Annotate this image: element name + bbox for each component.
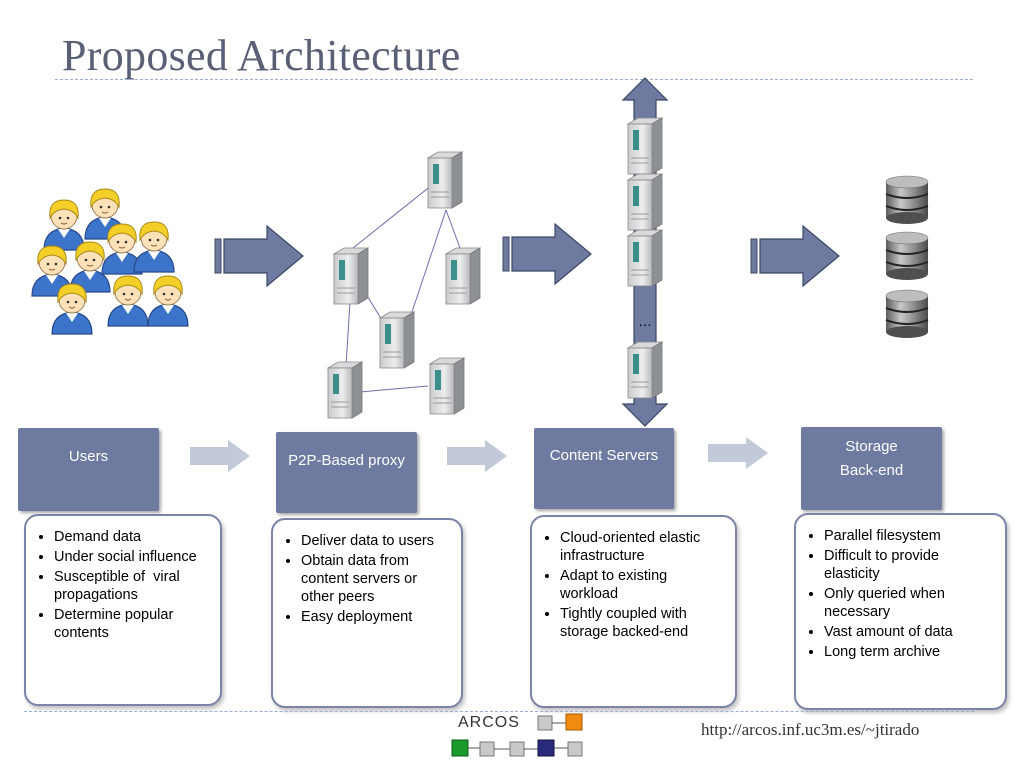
bullet-item: Susceptible of viral propagations	[54, 568, 210, 604]
card-users: Demand data Under social influence Susce…	[24, 514, 222, 706]
arcos-logo-blocks-icon	[451, 713, 583, 757]
bullet-item: Parallel filesystem	[824, 527, 995, 545]
bullet-item: Adapt to existing workload	[560, 567, 725, 603]
bullet-item: Tightly coupled with storage backed-end	[560, 605, 725, 641]
bullet-item: Vast amount of data	[824, 623, 995, 641]
light-arrow-icon-3	[708, 437, 768, 469]
footer-url-link[interactable]: http://arcos.inf.uc3m.es/~jtirado	[701, 720, 920, 739]
ellipsis-label: …	[638, 313, 652, 329]
arcos-logo-text: ARCOS	[458, 714, 520, 731]
flow-arrow-icon-3	[750, 225, 840, 287]
header-storage-label-line1: Storage	[845, 438, 898, 455]
bullet-item: Difficult to provide elasticity	[824, 547, 995, 583]
bullet-item: Deliver data to users	[301, 532, 451, 550]
flow-arrow-icon-1	[214, 225, 304, 287]
bullet-item: Only queried when necessary	[824, 585, 995, 621]
arcos-logo: ARCOS	[450, 712, 590, 764]
header-users-label: Users	[68, 448, 109, 465]
light-arrow-icon-2	[447, 440, 507, 472]
header-content-servers: Content Servers	[534, 428, 674, 509]
p2p-network-icon	[327, 151, 481, 419]
light-arrow-icon-1	[190, 440, 250, 472]
header-users: Users	[18, 428, 159, 511]
header-p2p-proxy-label: P2P-Based proxy	[288, 452, 405, 469]
title-divider	[55, 79, 973, 80]
header-storage: Storage Back-end	[801, 427, 942, 510]
p2p-links	[345, 184, 461, 393]
bullet-item: Under social influence	[54, 548, 210, 566]
bullet-item: Determine popular contents	[54, 606, 210, 642]
header-content-servers-label: Content Servers	[549, 447, 659, 464]
storage-disks-icon	[885, 175, 929, 339]
header-p2p-proxy: P2P-Based proxy	[276, 432, 417, 513]
card-content-servers: Cloud-oriented elastic infrastructure Ad…	[530, 515, 737, 708]
card-p2p-proxy: Deliver data to users Obtain data from c…	[271, 518, 463, 708]
bullet-item: Long term archive	[824, 643, 995, 661]
bullet-item: Demand data	[54, 528, 210, 546]
content-servers-stack-icon	[627, 117, 663, 399]
users-crowd-icon	[31, 188, 189, 335]
bullet-item: Cloud-oriented elastic infrastructure	[560, 529, 725, 565]
footer-divider	[24, 711, 974, 712]
flow-arrow-icon-2	[502, 223, 592, 285]
bullet-item: Obtain data from content servers or othe…	[301, 552, 451, 606]
card-storage: Parallel filesystem Difficult to provide…	[794, 513, 1007, 710]
header-storage-label-line2: Back-end	[839, 462, 904, 479]
bullet-item: Easy deployment	[301, 608, 451, 626]
slide-title: Proposed Architecture	[62, 31, 461, 80]
